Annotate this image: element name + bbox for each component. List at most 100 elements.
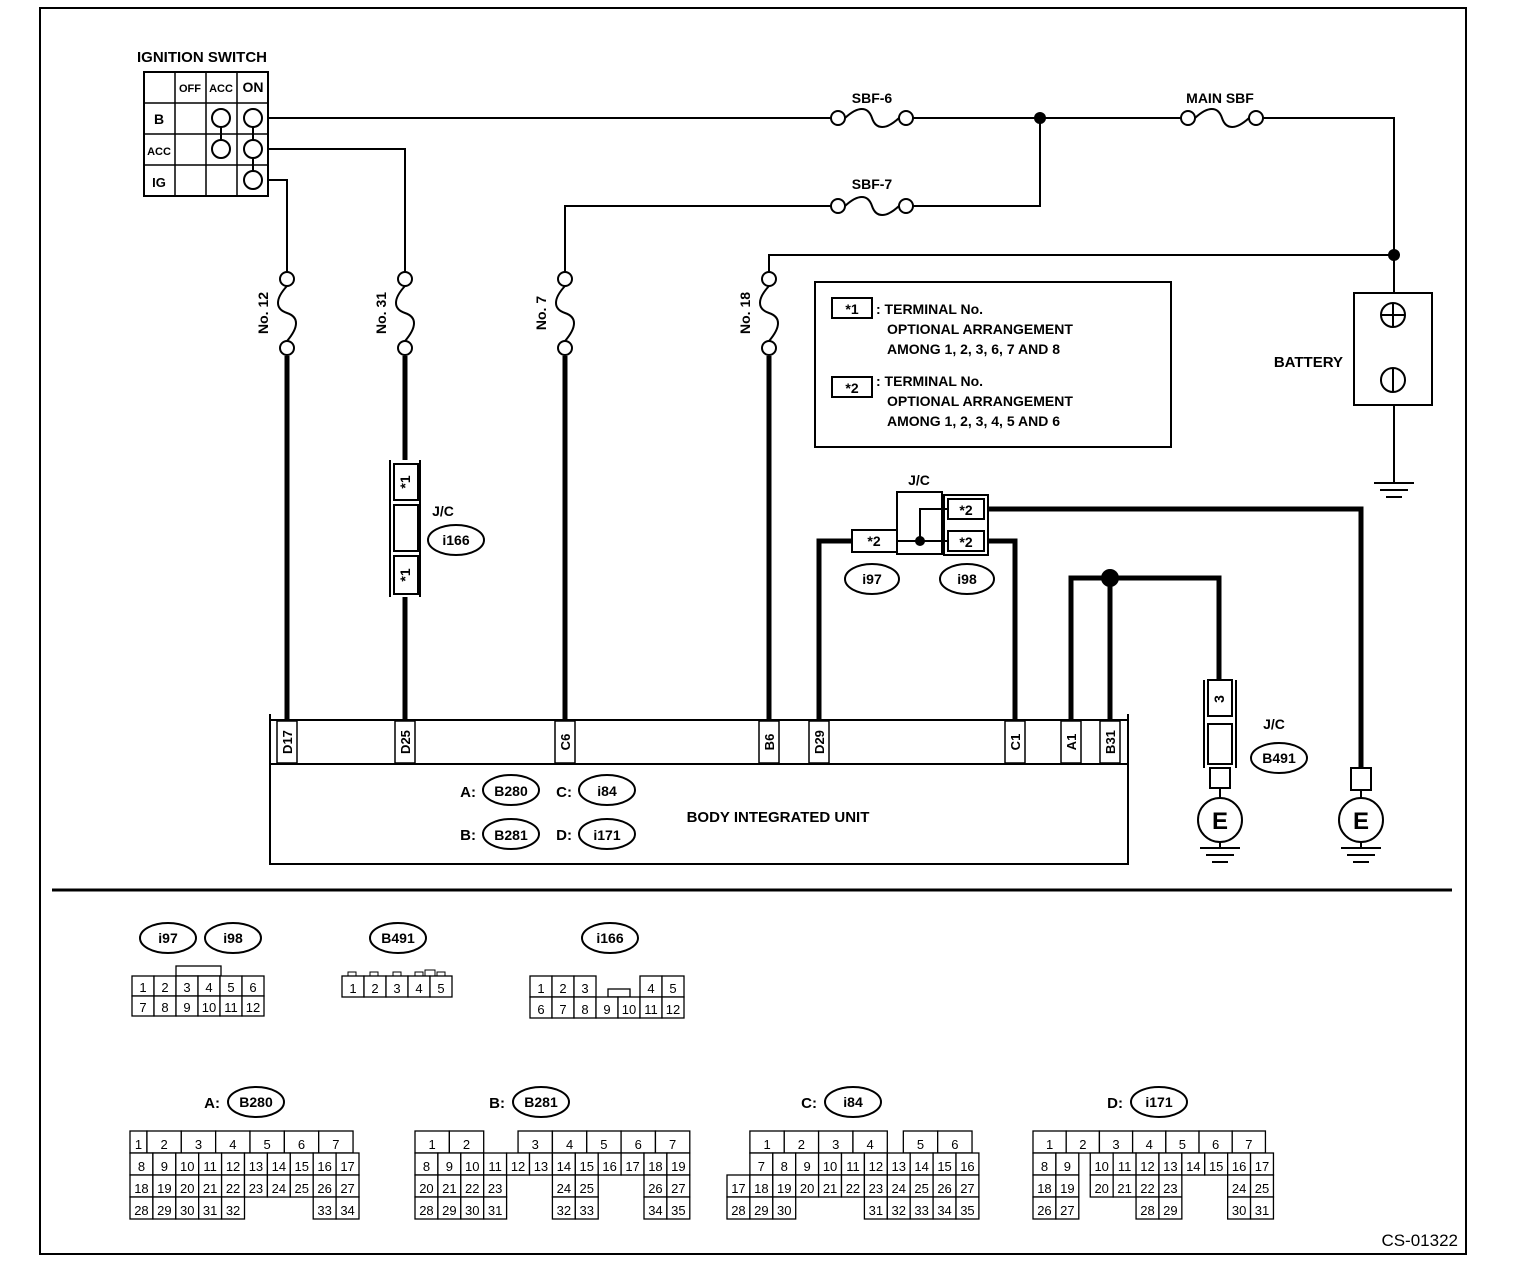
face-i97-i98-pin-7: 7	[139, 1000, 146, 1015]
face-i97-i98-pin-3: 3	[183, 980, 190, 995]
face-b281-pin-9: 9	[446, 1159, 453, 1174]
face-b280-pin-20: 20	[180, 1181, 194, 1196]
face-b281-pin-17: 17	[625, 1159, 639, 1174]
face-b280-badge-label: B280	[239, 1094, 273, 1110]
face-i84-pin-19: 19	[777, 1181, 791, 1196]
face-i84-pin-24: 24	[892, 1181, 906, 1196]
svg-text:OPTIONAL ARRANGEMENT: OPTIONAL ARRANGEMENT	[887, 393, 1073, 409]
face-i166-pin-9: 9	[603, 1002, 610, 1017]
face-i84-badge-label: i84	[843, 1094, 863, 1110]
connector-b281-badge: B281	[494, 827, 528, 843]
face-i84-pin-33: 33	[914, 1203, 928, 1218]
face-b280-badge	[227, 1086, 285, 1118]
face-i97-i98-pin-9: 9	[183, 1000, 190, 1015]
face-b281-pin-15: 15	[580, 1159, 594, 1174]
thick-wires	[284, 356, 1364, 768]
fuse-sbf6: SBF-6	[830, 90, 914, 128]
ign-col-off: OFF	[179, 83, 201, 95]
connector-face-i98-badge-label: i98	[223, 930, 243, 946]
face-i97-i98-pin-2: 2	[161, 980, 168, 995]
face-b281-pin-27: 27	[671, 1181, 685, 1196]
unit-pin-d17: D17	[280, 730, 295, 754]
ground-e-icon: E	[1212, 808, 1228, 835]
face-i166-pin-6: 6	[537, 1002, 544, 1017]
outer-frame	[39, 7, 1467, 1255]
face-i166-pin-8: 8	[581, 1002, 588, 1017]
face-b281-pin-29: 29	[442, 1203, 456, 1218]
unit-pin-d25: D25	[398, 730, 413, 754]
ign-col-on: ON	[243, 79, 264, 95]
svg-text:*2: *2	[867, 533, 880, 549]
face-b281-pin-22: 22	[465, 1181, 479, 1196]
face-b281-pin-10: 10	[465, 1159, 479, 1174]
face-b281-badge-label: B281	[524, 1094, 558, 1110]
face-b280-pin-22: 22	[226, 1181, 240, 1196]
face-b280-pin-12: 12	[226, 1159, 240, 1174]
face-b281-pin-23: 23	[488, 1181, 502, 1196]
face-b281-pin-33: 33	[580, 1203, 594, 1218]
face-i84-pin-17: 17	[731, 1181, 745, 1196]
svg-text:A:: A:	[460, 784, 476, 801]
face-b280-cell	[335, 1196, 360, 1220]
face-i171-pin-23: 23	[1163, 1181, 1177, 1196]
face-b281-pin-6: 6	[635, 1137, 642, 1152]
face-i171-pin-30: 30	[1232, 1203, 1246, 1218]
face-b491-pin-2: 2	[371, 981, 378, 996]
fuse-no31: No. 31	[373, 271, 415, 356]
junction-i97-i98: J/C *2 *2 *2 i97 i98	[844, 472, 995, 595]
junction-b491: 3 J/C B491	[1203, 679, 1308, 789]
face-b280-pin-34: 34	[340, 1203, 354, 1218]
face-b280-pin-31: 31	[203, 1203, 217, 1218]
face-i84-pin-2: 2	[798, 1137, 805, 1152]
body-unit-title: BODY INTEGRATED UNIT	[687, 809, 870, 826]
svg-text:3: 3	[1211, 695, 1227, 703]
face-i171-pin-24: 24	[1232, 1181, 1246, 1196]
face-i84-pin-35: 35	[960, 1203, 974, 1218]
face-b280-pin-28: 28	[134, 1203, 148, 1218]
legend-star1: *1	[845, 301, 858, 317]
legend-star2: *2	[845, 380, 858, 396]
face-i171-pin-1: 1	[1046, 1137, 1053, 1152]
connector-i166-badge: i166	[442, 532, 469, 548]
face-b280-pin-29: 29	[157, 1203, 171, 1218]
face-b491-pin-3: 3	[393, 981, 400, 996]
svg-text:MAIN SBF: MAIN SBF	[1186, 90, 1254, 106]
face-i171-pin-28: 28	[1140, 1203, 1154, 1218]
face-b280-pin-13: 13	[249, 1159, 263, 1174]
face-b281-pin-7: 7	[669, 1137, 676, 1152]
legend-box: *1 : TERMINAL No. OPTIONAL ARRANGEMENT A…	[814, 281, 1172, 448]
diagram-id: CS-01322	[1381, 1231, 1458, 1250]
face-i166-pin-4: 4	[647, 981, 654, 996]
ignition-switch-title: IGNITION SWITCH	[137, 49, 267, 66]
ground-e-right: E	[1338, 767, 1384, 863]
splice-battery	[1388, 249, 1400, 261]
face-i84-prefix: C:	[801, 1095, 817, 1112]
face-b280-pin-14: 14	[272, 1159, 286, 1174]
face-i171-pin-19: 19	[1060, 1181, 1074, 1196]
svg-text:AMONG 1, 2, 3, 6, 7 AND 8: AMONG 1, 2, 3, 6, 7 AND 8	[887, 341, 1060, 357]
face-i84-pin-5: 5	[917, 1137, 924, 1152]
svg-text:J/C: J/C	[1263, 716, 1285, 732]
face-i97-i98-pin-11: 11	[224, 1000, 238, 1015]
fuse-no7: No. 7	[533, 271, 575, 356]
face-b281-pin-19: 19	[671, 1159, 685, 1174]
svg-text:OPTIONAL ARRANGEMENT: OPTIONAL ARRANGEMENT	[887, 321, 1073, 337]
face-b280-cell	[220, 1196, 246, 1220]
face-b280-pin-26: 26	[317, 1181, 331, 1196]
unit-pin-a1: A1	[1064, 734, 1079, 751]
face-b281-pin-3: 3	[532, 1137, 539, 1152]
face-b281-pin-5: 5	[600, 1137, 607, 1152]
unit-pin-b6: B6	[762, 734, 777, 751]
face-b280-prefix: A:	[204, 1095, 220, 1112]
face-b281-pin-20: 20	[419, 1181, 433, 1196]
face-i171-pin-2: 2	[1079, 1137, 1086, 1152]
face-b281-pin-30: 30	[465, 1203, 479, 1218]
face-i171-pin-26: 26	[1037, 1203, 1051, 1218]
face-i97-i98-pin-1: 1	[139, 980, 146, 995]
unit-pin-box	[808, 720, 830, 764]
face-b281-pin-28: 28	[419, 1203, 433, 1218]
connector-face-i166-badge-label: i166	[596, 930, 623, 946]
face-b281-pin-2: 2	[463, 1137, 470, 1152]
fuse-main-sbf: MAIN SBF	[1180, 90, 1264, 128]
